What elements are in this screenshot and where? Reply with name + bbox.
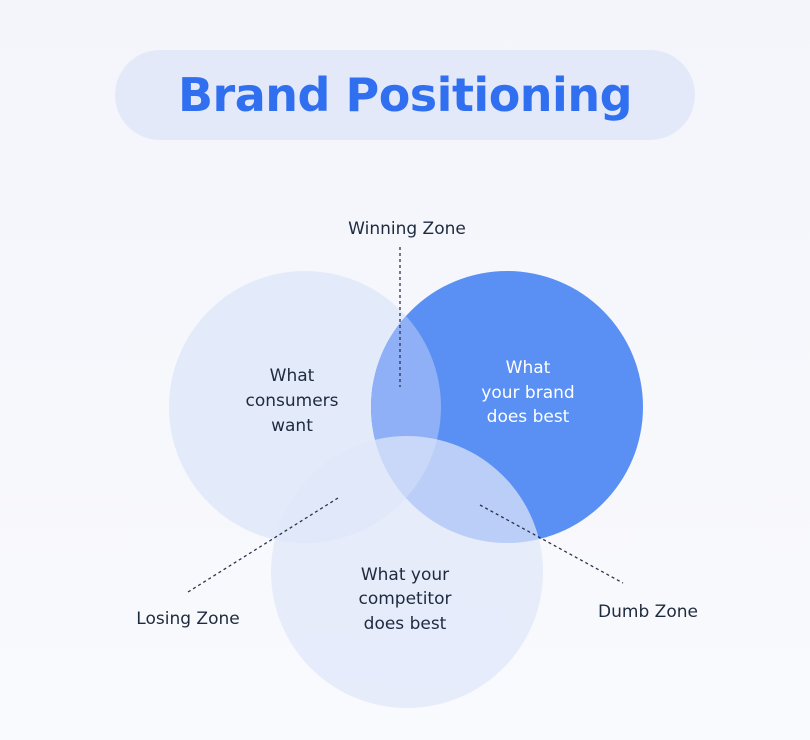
- losing-zone-label: Losing Zone: [136, 609, 239, 629]
- consumers-label-line-1: What: [270, 366, 315, 386]
- brand-label-line-1: What: [506, 358, 551, 378]
- competitor-label-line-1: What your: [361, 565, 449, 585]
- title-banner: Brand Positioning: [115, 50, 695, 140]
- page-title: Brand Positioning: [178, 68, 633, 122]
- winning-zone-label: Winning Zone: [348, 219, 466, 239]
- consumers-label-line-3: want: [271, 416, 313, 436]
- dumb-zone-label: Dumb Zone: [598, 602, 698, 622]
- brand-label-line-2: your brand: [481, 383, 574, 403]
- competitor-label-line-3: does best: [364, 614, 447, 634]
- competitor-circle: [271, 436, 543, 708]
- brand-label-line-3: does best: [487, 407, 570, 427]
- competitor-label-line-2: competitor: [358, 589, 451, 609]
- consumers-label-line-2: consumers: [245, 391, 338, 411]
